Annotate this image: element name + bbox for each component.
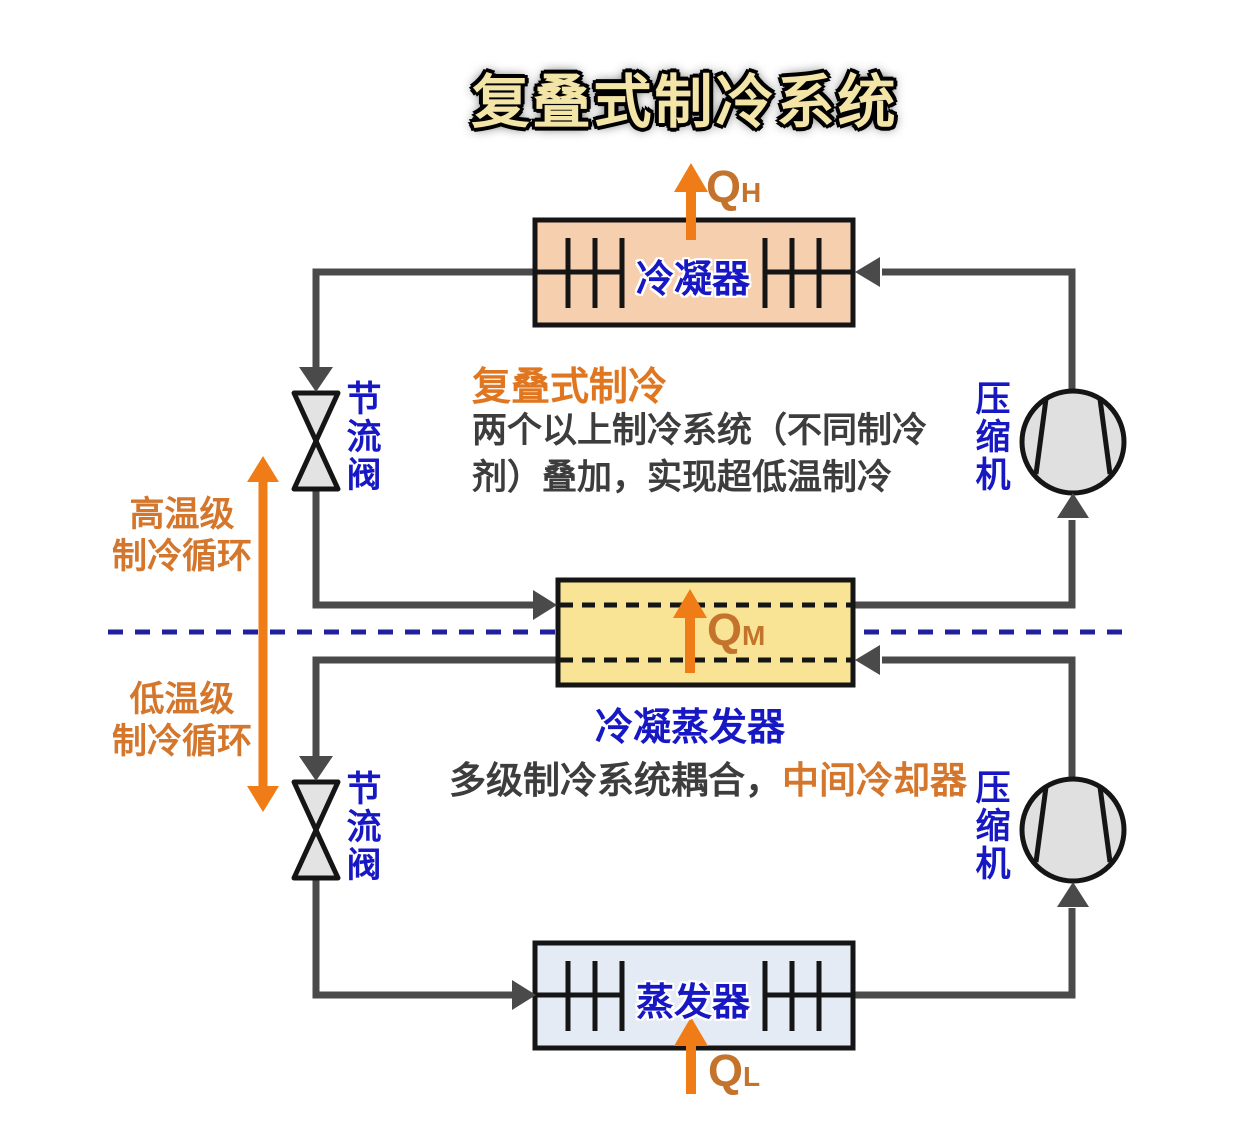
coupling-note-gray: 多级制冷系统耦合， bbox=[449, 760, 782, 801]
cycle-span-arrowhead-top bbox=[247, 456, 279, 482]
arrowhead-into-valve-low bbox=[299, 756, 333, 781]
low-cycle-line2: 制冷循环 bbox=[111, 722, 252, 761]
low-cycle-label: 低温级 制冷循环 bbox=[107, 679, 257, 763]
high-cycle-label: 高温级 制冷循环 bbox=[107, 494, 257, 578]
pipe-compressor-low-to-cascade bbox=[882, 656, 1076, 781]
cascade-note-line2: 剂）叠加，实现超低温制冷 bbox=[472, 458, 893, 497]
arrowhead-into-compressor-low bbox=[1057, 882, 1089, 907]
compressor-low-icon bbox=[1019, 776, 1127, 884]
cascade-hx-box bbox=[555, 577, 856, 688]
high-cycle-line2: 制冷循环 bbox=[111, 537, 252, 576]
qm-symbol: Q bbox=[707, 604, 743, 655]
cascade-hx-label: 冷凝蒸发器 bbox=[594, 707, 786, 749]
compressor-high-label: 压缩机 bbox=[975, 380, 1011, 495]
compressor-high-icon bbox=[1019, 388, 1127, 496]
pipe-cascade-to-compressor-high bbox=[851, 520, 1076, 609]
ql-subscript: L bbox=[743, 1061, 761, 1093]
pipe-compressor-high-to-condenser bbox=[882, 268, 1076, 393]
coupling-note-orange: 中间冷却器 bbox=[782, 760, 967, 801]
qm-subscript: M bbox=[742, 620, 766, 652]
ql-arrowhead bbox=[674, 1017, 708, 1046]
arrowhead-into-evaporator-left bbox=[512, 980, 536, 1010]
pipe-valve-low-to-evaporator bbox=[312, 876, 514, 999]
cascade-hx-passages bbox=[560, 602, 851, 663]
arrowhead-into-condenser-right bbox=[855, 257, 880, 287]
cycle-span-arrowhead-bottom bbox=[247, 786, 279, 812]
arrowhead-into-compressor-high bbox=[1057, 493, 1089, 518]
page-title: 复叠式制冷系统 bbox=[471, 70, 899, 135]
evaporator-label: 蒸发器 bbox=[635, 982, 751, 1024]
cycle-span-arrow bbox=[247, 456, 279, 812]
throttle-valve-high-label: 节流阀 bbox=[346, 380, 382, 495]
heat-arrows bbox=[673, 163, 708, 1094]
qh-symbol: Q bbox=[706, 161, 742, 212]
flow-arrowheads bbox=[299, 257, 1089, 1010]
arrowhead-into-cascade-right bbox=[855, 645, 880, 675]
throttle-valve-high-icon bbox=[291, 390, 341, 492]
pipes bbox=[312, 268, 1076, 999]
condenser-coil-icon bbox=[535, 238, 853, 308]
coupling-note: 多级制冷系统耦合，中间冷却器 bbox=[449, 750, 967, 804]
qm-arrowhead bbox=[673, 589, 707, 618]
pipe-valve-high-to-cascade bbox=[312, 487, 535, 609]
pipe-cascade-to-valve-low bbox=[312, 656, 560, 758]
high-cycle-line1: 高温级 bbox=[129, 495, 235, 534]
evaporator-coil-icon bbox=[535, 961, 853, 1031]
pipe-evaporator-to-compressor-low bbox=[851, 908, 1076, 999]
low-cycle-line1: 低温级 bbox=[129, 680, 235, 719]
cascade-note-heading: 复叠式制冷 bbox=[472, 366, 668, 409]
condenser-label: 冷凝器 bbox=[635, 259, 751, 301]
qh-arrowhead bbox=[674, 163, 708, 192]
ql-symbol: Q bbox=[708, 1045, 744, 1096]
throttle-valve-low-label: 节流阀 bbox=[346, 770, 382, 885]
qh-subscript: H bbox=[741, 177, 762, 209]
compressor-low-label: 压缩机 bbox=[975, 769, 1011, 884]
arrowhead-into-valve-high bbox=[299, 367, 333, 392]
arrowhead-into-cascade-left bbox=[533, 590, 557, 620]
cascade-note-line1: 两个以上制冷系统（不同制冷 bbox=[472, 411, 928, 450]
throttle-valve-low-icon bbox=[291, 779, 341, 881]
pipe-condenser-to-valve-high bbox=[312, 268, 537, 370]
